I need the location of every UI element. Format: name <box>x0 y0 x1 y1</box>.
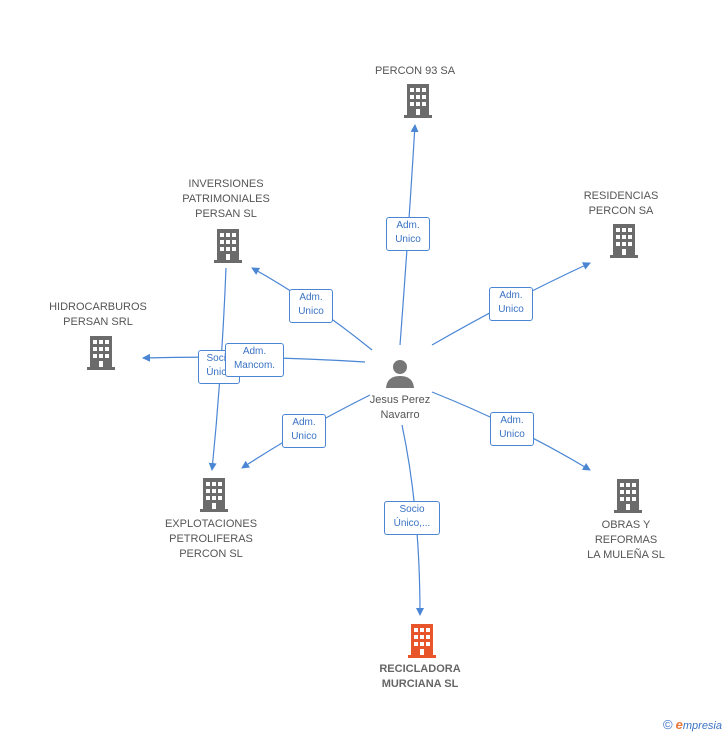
node-label-percon93[interactable]: PERCON 93 SA <box>374 65 456 77</box>
person-icon[interactable] <box>385 358 415 388</box>
building-icon-percon93[interactable] <box>401 84 435 118</box>
edge-label-explotaciones[interactable]: Adm. Unico <box>282 414 326 448</box>
brand-logo-text: mpresia <box>682 720 722 732</box>
edge-label-inversiones[interactable]: Adm. Unico <box>289 289 333 323</box>
node-label-hidrocarburos[interactable]: HIDROCARBUROS PERSAN SRL <box>49 301 147 328</box>
edge-label-hidrocarburos-mancom[interactable]: Adm. Mancom. <box>225 343 284 377</box>
brand-footer[interactable]: © empresia <box>663 717 722 732</box>
center-person-name[interactable]: Jesus Perez Navarro <box>369 394 431 421</box>
building-icon-recicladora[interactable] <box>405 624 439 658</box>
node-label-residencias[interactable]: RESIDENCIAS PERCON SA <box>583 190 659 217</box>
building-icon-obras[interactable] <box>611 479 645 513</box>
edge-label-recicladora[interactable]: Socio Único,... <box>384 501 440 535</box>
node-label-recicladora[interactable]: RECICLADORA MURCIANA SL <box>379 663 461 690</box>
node-label-inversiones[interactable]: INVERSIONES PATRIMONIALES PERSAN SL <box>182 178 270 220</box>
edge-label-obras[interactable]: Adm. Unico <box>490 412 534 446</box>
building-icon-explotaciones[interactable] <box>197 478 231 512</box>
copyright-symbol: © <box>662 717 673 732</box>
building-icon-residencias[interactable] <box>607 224 641 258</box>
brand-logo-e: e <box>675 717 683 732</box>
node-label-obras[interactable]: OBRAS Y REFORMAS LA MULEÑA SL <box>587 519 665 561</box>
node-label-explotaciones[interactable]: EXPLOTACIONES PETROLIFERAS PERCON SL <box>164 518 258 560</box>
building-icon-hidrocarburos[interactable] <box>84 336 118 370</box>
building-icon-inversiones[interactable] <box>211 229 245 263</box>
edge-label-percon93[interactable]: Adm. Unico <box>386 217 430 251</box>
edge-label-residencias[interactable]: Adm. Unico <box>489 287 533 321</box>
